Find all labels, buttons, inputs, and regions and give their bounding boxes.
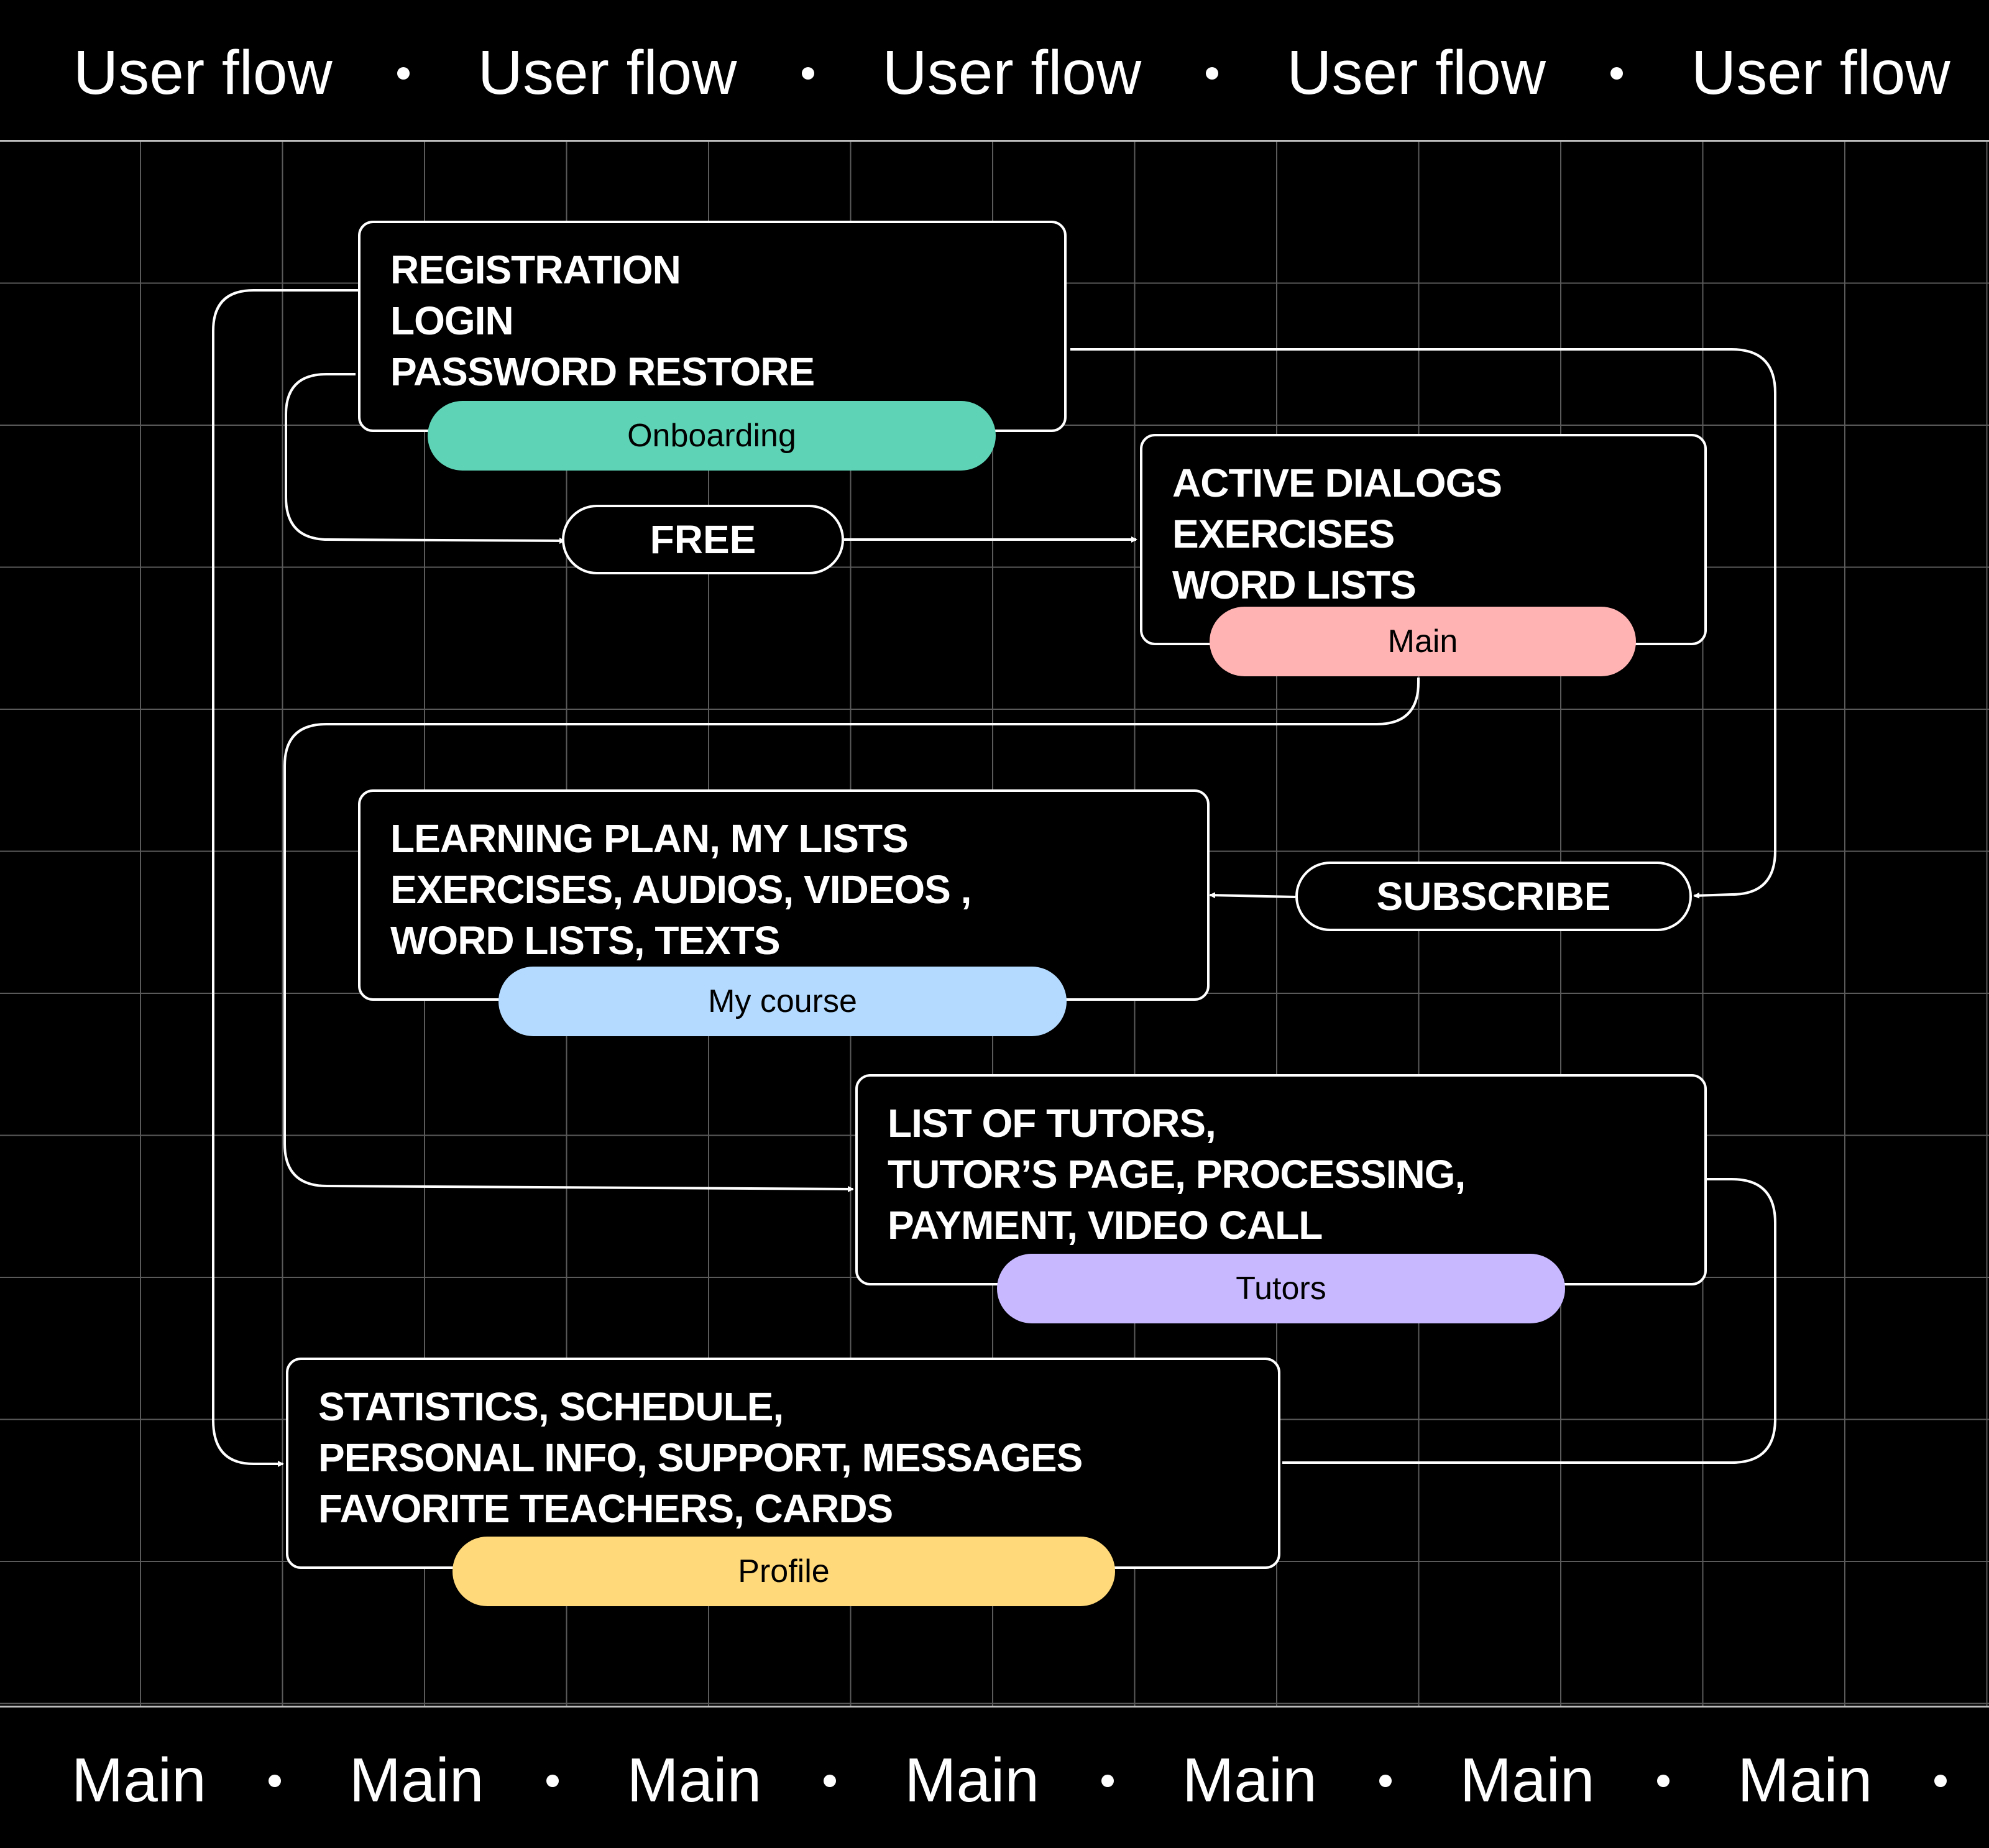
card-main-text: ACTIVE DIALOGS EXERCISES WORD LISTS xyxy=(1172,457,1502,610)
marquee-dot xyxy=(546,1774,559,1787)
card-line: LOGIN xyxy=(390,298,514,343)
card-line: PAYMENT, VIDEO CALL xyxy=(888,1203,1323,1248)
marquee-word: User flow xyxy=(1287,38,1546,108)
card-line: PASSWORD RESTORE xyxy=(390,349,815,394)
marquee-dot xyxy=(1101,1774,1114,1787)
card-line: EXERCISES, AUDIOS, VIDEOS , xyxy=(390,867,972,912)
pill-my-course[interactable]: My course xyxy=(498,967,1067,1036)
card-line: ACTIVE DIALOGS xyxy=(1172,461,1502,505)
bottom-marquee: MainMainMainMainMainMainMainMain xyxy=(0,1708,1989,1848)
connector-onboarding-to-free xyxy=(285,373,566,544)
marquee-word: Main xyxy=(349,1745,484,1815)
marquee-dot xyxy=(1379,1774,1392,1787)
card-profile[interactable]: STATISTICS, SCHEDULE, PERSONAL INFO, SUP… xyxy=(286,1358,1280,1569)
card-profile-text: STATISTICS, SCHEDULE, PERSONAL INFO, SUP… xyxy=(318,1381,1083,1534)
card-my-course[interactable]: LEARNING PLAN, MY LISTS EXERCISES, AUDIO… xyxy=(358,789,1210,1001)
marquee-dot xyxy=(1934,1774,1947,1787)
card-line: WORD LISTS, TEXTS xyxy=(390,918,781,963)
connector-onboarding-to-subscribe xyxy=(1070,348,1776,899)
connector-subscribe-to-mycourse xyxy=(1209,892,1296,899)
marquee-dot xyxy=(1610,67,1623,80)
card-line: LEARNING PLAN, MY LISTS xyxy=(390,816,909,861)
marquee-word: User flow xyxy=(477,38,737,108)
marquee-word: Main xyxy=(1182,1745,1317,1815)
pill-tutors[interactable]: Tutors xyxy=(997,1254,1565,1323)
bottom-divider xyxy=(0,1706,1989,1708)
card-line: REGISTRATION xyxy=(390,247,681,292)
marquee-dot xyxy=(824,1774,837,1787)
card-onboarding-text: REGISTRATION LOGIN PASSWORD RESTORE xyxy=(390,244,815,397)
pill-profile[interactable]: Profile xyxy=(452,1537,1115,1606)
marquee-dot xyxy=(801,67,814,80)
marquee-word: User flow xyxy=(882,38,1142,108)
marquee-word: Main xyxy=(904,1745,1039,1815)
card-line: PERSONAL INFO, SUPPORT, MESSAGES xyxy=(318,1435,1083,1480)
connector-main-to-tutors xyxy=(283,678,1420,1192)
card-line: TUTOR’S PAGE, PROCESSING, xyxy=(888,1152,1466,1197)
marquee-dot xyxy=(1656,1774,1670,1787)
card-line: LIST OF TUTORS, xyxy=(888,1101,1216,1146)
tag-free[interactable]: FREE xyxy=(562,505,844,574)
marquee-dot xyxy=(1206,67,1219,80)
marquee-word: Main xyxy=(1737,1745,1873,1815)
connector-onboarding-to-profile xyxy=(212,289,361,1467)
marquee-word: User flow xyxy=(1691,38,1950,108)
pill-onboarding[interactable]: Onboarding xyxy=(428,401,996,471)
marquee-word: Main xyxy=(1459,1745,1595,1815)
marquee-word: Main xyxy=(627,1745,762,1815)
card-line: EXERCISES xyxy=(1172,512,1395,556)
card-tutors-text: LIST OF TUTORS, TUTOR’S PAGE, PROCESSING… xyxy=(888,1098,1466,1251)
tag-subscribe[interactable]: SUBSCRIBE xyxy=(1295,862,1692,931)
card-line: STATISTICS, SCHEDULE, xyxy=(318,1384,784,1429)
marquee-word: User flow xyxy=(73,38,333,108)
card-line: WORD LISTS xyxy=(1172,563,1417,607)
card-my-course-text: LEARNING PLAN, MY LISTS EXERCISES, AUDIO… xyxy=(390,813,972,966)
card-onboarding[interactable]: REGISTRATION LOGIN PASSWORD RESTORE xyxy=(358,221,1067,432)
card-line: FAVORITE TEACHERS, CARDS xyxy=(318,1486,893,1531)
connector-tutors-to-profile xyxy=(1282,1178,1776,1464)
pill-main[interactable]: Main xyxy=(1210,607,1636,676)
top-marquee: User flow User flow User flow User flow User… xyxy=(0,0,1989,140)
marquee-dot xyxy=(268,1774,281,1787)
marquee-word: Main xyxy=(71,1745,206,1815)
top-divider xyxy=(0,140,1989,142)
marquee-dot xyxy=(397,67,410,80)
